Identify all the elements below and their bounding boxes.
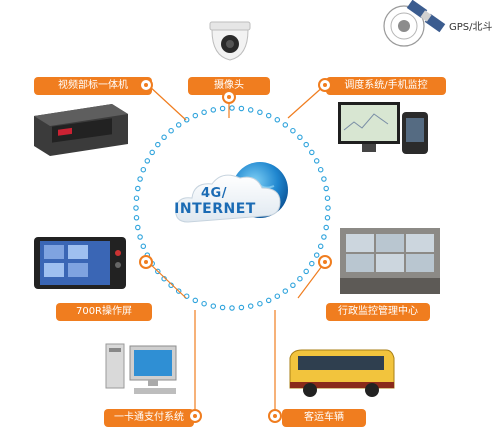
ring-dot <box>210 303 217 309</box>
ring-dot <box>140 243 147 250</box>
dvr-unit-icon <box>34 104 128 156</box>
ring-dot <box>229 105 235 111</box>
ring-dot <box>265 112 272 119</box>
ring-dot <box>133 205 139 211</box>
ring-dot <box>175 122 182 128</box>
ring-dot <box>313 252 320 258</box>
label-passenger-bus: 客运车辆 <box>282 409 366 427</box>
dome-camera-icon <box>209 21 251 61</box>
ring-dot <box>282 122 289 128</box>
ring-dot <box>247 107 254 113</box>
ring-dot <box>219 304 226 311</box>
ring-dot <box>297 275 303 282</box>
ring-dot <box>133 215 140 221</box>
ring-dot <box>274 117 281 123</box>
node-card-payment <box>188 409 202 423</box>
node-admin-center <box>318 255 332 269</box>
ring-dot <box>321 176 327 182</box>
node-integrated-unit <box>139 78 153 92</box>
ring-dot <box>210 107 217 113</box>
ring-dot <box>135 224 141 231</box>
ring-dot <box>303 268 309 275</box>
ring-dot <box>265 297 272 304</box>
ring-dot <box>317 166 324 173</box>
ring-dot <box>201 109 207 116</box>
ring-dot <box>219 105 226 112</box>
label-card-payment: 一卡通支付系统 <box>104 409 194 427</box>
node-700r <box>139 255 153 269</box>
ring-dot <box>201 300 207 307</box>
node-passenger-bus <box>268 409 282 423</box>
ring-dot <box>192 297 199 304</box>
ring-dot <box>324 195 331 201</box>
label-700r: 700R操作屏 <box>56 303 152 321</box>
dispatch-monitor-icon <box>338 102 428 154</box>
ring-dot <box>140 166 147 173</box>
ring-dot <box>325 205 331 211</box>
ring-dot <box>135 185 141 192</box>
node-camera <box>222 90 236 104</box>
ring-dot <box>183 117 190 123</box>
ring-dot <box>313 158 320 164</box>
ring-dot <box>290 127 296 134</box>
satellite-icon <box>383 0 446 47</box>
ring-dot <box>309 149 315 156</box>
label-camera: 摄像头 <box>188 77 270 95</box>
ring-dot <box>321 234 327 240</box>
ring-dot <box>183 293 190 299</box>
ring-dot <box>155 141 161 148</box>
ring-dot <box>323 185 329 192</box>
ring-dot <box>192 112 199 119</box>
ring-dot <box>161 134 167 141</box>
ring-dot <box>303 141 309 148</box>
internet-cloud-icon <box>175 162 288 223</box>
hub-label-line2: INTERNET <box>174 201 256 217</box>
ring-dot <box>282 288 289 294</box>
connector-700r <box>147 261 187 299</box>
ring-dot <box>137 176 143 182</box>
ring-dot <box>168 282 174 289</box>
ring-dot <box>137 234 143 240</box>
label-integrated-unit: 视频部标一体机 <box>34 77 152 95</box>
ring-dot <box>257 300 263 307</box>
ring-dot <box>297 134 303 141</box>
ring-dot <box>229 305 235 311</box>
ring-dot <box>161 275 167 282</box>
ring-dot <box>155 268 161 275</box>
gps-label: GPS/北斗 <box>449 22 493 33</box>
node-dispatch <box>318 78 332 92</box>
ring-dot <box>238 105 245 112</box>
label-admin-center: 行政监控管理中心 <box>326 303 430 321</box>
ring-dot <box>149 149 155 156</box>
ring-dot <box>257 109 263 116</box>
label-dispatch: 调度系统/手机监控 <box>326 77 446 95</box>
control-room-icon <box>340 228 440 294</box>
ring-dot <box>324 215 331 221</box>
ring-dot <box>238 304 245 311</box>
ring-dot <box>133 195 140 201</box>
connector-integrated-unit <box>147 84 187 121</box>
ring-dot <box>317 243 324 250</box>
desktop-computer-icon <box>105 343 177 394</box>
touch-screen-icon <box>34 237 126 289</box>
ring-dot <box>309 260 315 267</box>
ring-dot <box>323 224 329 231</box>
ring-dot <box>247 303 254 309</box>
bus-icon <box>289 349 395 397</box>
ring-dot <box>175 288 182 294</box>
ring-dot <box>274 293 281 299</box>
ring-dot <box>168 127 174 134</box>
ring-dot <box>290 282 296 289</box>
ring-dot <box>144 158 151 164</box>
hub-label-line1: 4G/ <box>201 186 227 201</box>
